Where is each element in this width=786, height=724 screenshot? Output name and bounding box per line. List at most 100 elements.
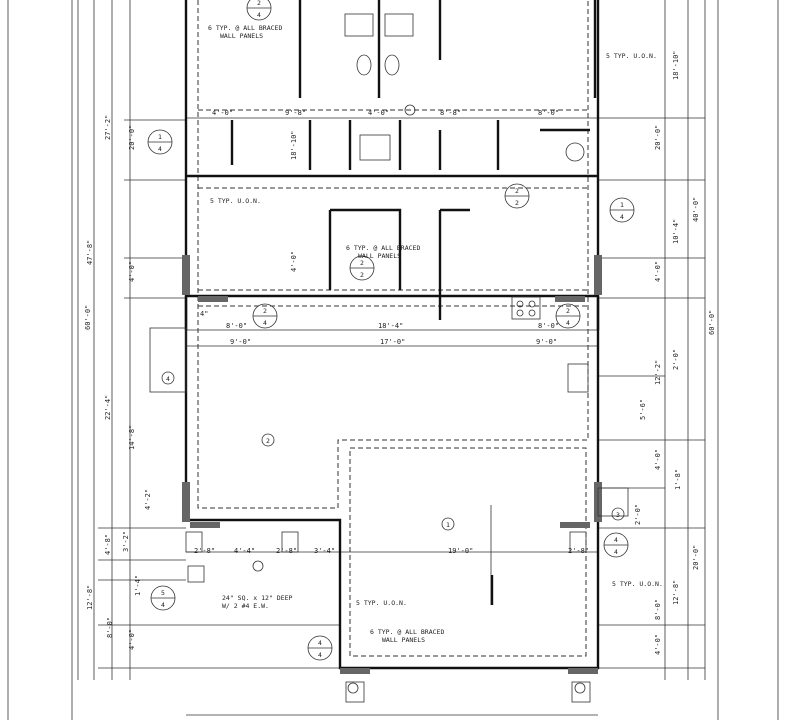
svg-text:14'-8": 14'-8"	[128, 425, 136, 450]
svg-text:4'-0": 4'-0"	[654, 634, 662, 655]
toilet-bowl-left	[356, 54, 372, 76]
note-footing-2: W/ 2 #4 E.W.	[222, 602, 269, 610]
entry-step-left	[149, 327, 187, 393]
svg-text:8'-0": 8'-0"	[226, 322, 247, 330]
note-braced-1b: WALL PANELS	[220, 32, 263, 40]
svg-text:1'-4": 1'-4"	[134, 575, 142, 596]
svg-text:8'-0": 8'-0"	[654, 599, 662, 620]
building-outline	[184, 0, 600, 670]
svg-text:1: 1	[620, 201, 624, 209]
marker-4: 4	[166, 375, 170, 383]
svg-text:4: 4	[614, 536, 618, 544]
svg-text:17'-0": 17'-0"	[380, 338, 405, 346]
plumbing-fixtures	[149, 0, 629, 605]
marker-2: 2	[266, 437, 270, 445]
svg-text:8'-0": 8'-0"	[538, 109, 559, 117]
svg-text:4: 4	[257, 11, 261, 19]
svg-text:4'-0": 4'-0"	[128, 629, 136, 650]
svg-text:3'-2": 3'-2"	[122, 531, 130, 552]
callout-right: 1 4	[609, 197, 635, 223]
note-typ-4: 5 TYP. U.O.N.	[612, 580, 663, 588]
note-braced-3b: WALL PANELS	[382, 636, 425, 644]
svg-text:4'-8": 4'-8"	[104, 534, 112, 555]
svg-text:2: 2	[515, 187, 519, 195]
svg-text:4: 4	[161, 601, 165, 609]
svg-text:12'-2": 12'-2"	[654, 360, 662, 385]
svg-text:10'-4": 10'-4"	[672, 219, 680, 244]
water-heater	[565, 142, 585, 162]
svg-text:1'-8": 1'-8"	[674, 469, 682, 490]
svg-text:27'-2": 27'-2"	[104, 115, 112, 140]
svg-text:19'-0": 19'-0"	[448, 547, 473, 555]
svg-text:2'-0": 2'-0"	[634, 504, 642, 525]
pier-footings	[185, 531, 591, 703]
range-stove	[511, 296, 541, 320]
note-braced-3: 6 TYP. @ ALL BRACED	[370, 628, 444, 636]
callout-center: 2 2	[504, 183, 530, 209]
svg-text:2: 2	[515, 199, 519, 207]
svg-text:4: 4	[318, 639, 322, 647]
svg-text:4'-2": 4'-2"	[144, 489, 152, 510]
svg-text:2'-0": 2'-0"	[672, 349, 680, 370]
callout-d: 5 4	[150, 585, 176, 611]
svg-text:60'-0": 60'-0"	[708, 310, 716, 335]
svg-text:4'-0": 4'-0"	[368, 109, 389, 117]
callout-mid: 2 2	[349, 255, 375, 281]
svg-text:8'-0": 8'-0"	[106, 617, 114, 638]
svg-text:40'-0": 40'-0"	[692, 197, 700, 222]
plan-notes: 6 TYP. @ ALL BRACED WALL PANELS 5 TYP. U…	[208, 24, 663, 644]
svg-text:20'-0": 20'-0"	[128, 125, 136, 150]
callout-a: 2 4	[252, 303, 278, 329]
entry-step-right	[597, 487, 629, 517]
vertical-dimensions: 60'-0" 47'-8" 27'-2" 20'-0" 4'-0" 22'-4"…	[84, 50, 716, 655]
toilet-bowl-right	[384, 54, 400, 76]
svg-text:47'-8": 47'-8"	[86, 240, 94, 265]
svg-text:4'-0": 4'-0"	[654, 261, 662, 282]
svg-text:2: 2	[566, 307, 570, 315]
callout-top: 2 4	[246, 0, 272, 21]
svg-text:60'-0": 60'-0"	[84, 305, 92, 330]
svg-text:2: 2	[263, 307, 267, 315]
shower-base	[359, 134, 391, 161]
svg-text:4: 4	[614, 548, 618, 556]
note-braced-1: 6 TYP. @ ALL BRACED	[208, 24, 282, 32]
svg-text:4: 4	[158, 145, 162, 153]
toilet-tank-left	[344, 13, 374, 37]
svg-text:4'-0": 4'-0"	[128, 261, 136, 282]
note-typ-1: 5 TYP. U.O.N.	[606, 52, 657, 60]
top-dimension-lines	[186, 117, 598, 716]
callout-e: 4 4	[307, 635, 333, 661]
svg-text:18'-4": 18'-4"	[378, 322, 403, 330]
note-footing-1: 24" SQ. x 12" DEEP	[222, 594, 293, 602]
svg-text:5: 5	[161, 589, 165, 597]
svg-text:4: 4	[566, 319, 570, 327]
svg-text:12'-8": 12'-8"	[86, 585, 94, 610]
horizontal-dimensions: 4'-0" 9'-8" 4'-0" 8'-8" 8'-0" 8'-0" 18'-…	[194, 109, 589, 555]
svg-text:4": 4"	[200, 310, 208, 318]
svg-text:2'-8": 2'-8"	[194, 547, 215, 555]
svg-text:2: 2	[360, 259, 364, 267]
svg-text:4'-4": 4'-4"	[234, 547, 255, 555]
svg-text:18'-10": 18'-10"	[672, 50, 680, 80]
note-braced-2b: WALL PANELS	[358, 252, 401, 260]
svg-text:8'-0": 8'-0"	[538, 322, 559, 330]
svg-text:9'-0": 9'-0"	[536, 338, 557, 346]
svg-text:2'-8": 2'-8"	[276, 547, 297, 555]
svg-text:4'-0": 4'-0"	[654, 449, 662, 470]
callout-b: 2 4	[555, 303, 581, 329]
svg-text:1: 1	[158, 133, 162, 141]
callout-left: 1 4	[147, 129, 173, 155]
left-dimension-lines	[77, 0, 340, 680]
svg-text:2: 2	[257, 0, 261, 7]
svg-text:2: 2	[360, 271, 364, 279]
svg-text:4: 4	[318, 651, 322, 659]
note-braced-2: 6 TYP. @ ALL BRACED	[346, 244, 420, 252]
toilet-tank-right	[384, 13, 414, 37]
svg-text:4: 4	[620, 213, 624, 221]
svg-text:4'-0": 4'-0"	[212, 109, 233, 117]
svg-text:20'-0": 20'-0"	[692, 545, 700, 570]
room-markers: 2 1 4 3	[161, 104, 625, 694]
right-dimension-lines	[598, 0, 706, 680]
sheet-border-lines	[7, 0, 779, 720]
marker-1: 1	[446, 521, 450, 529]
